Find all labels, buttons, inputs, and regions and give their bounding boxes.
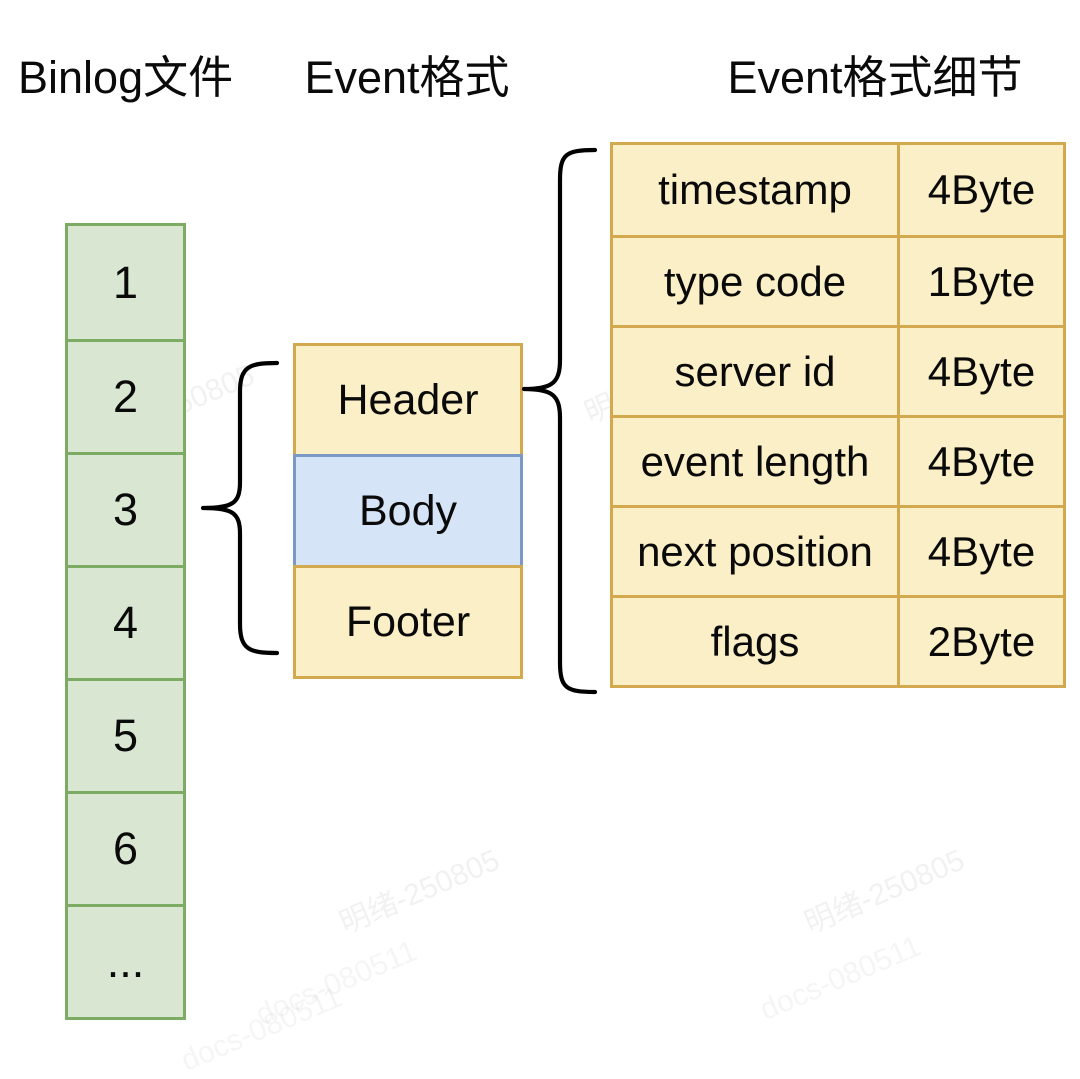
- size-cell: 4Byte: [900, 508, 1063, 595]
- watermark-text: 明绪-250805: [799, 843, 970, 941]
- binlog-cell-1: 1: [68, 226, 183, 339]
- binlog-cell-2: 2: [68, 339, 183, 452]
- size-cell: 4Byte: [900, 145, 1063, 235]
- table-row: timestamp 4Byte: [613, 145, 1063, 235]
- table-row: flags 2Byte: [613, 595, 1063, 685]
- binlog-cell-more: ...: [68, 904, 183, 1017]
- binlog-cell-4: 4: [68, 565, 183, 678]
- watermark-text: 明绪-250805: [334, 843, 505, 941]
- size-cell: 1Byte: [900, 238, 1063, 325]
- brace-cell3-to-event-box: [200, 360, 280, 656]
- field-cell: event length: [613, 418, 900, 505]
- binlog-cell-6: 6: [68, 791, 183, 904]
- binlog-file-title: Binlog文件: [18, 52, 234, 103]
- event-segment-header: Header: [293, 343, 523, 457]
- brace-header-to-details-table: [521, 147, 598, 695]
- binlog-cell-3: 3: [68, 452, 183, 565]
- binlog-file-column: 1 2 3 4 5 6 ...: [65, 223, 186, 1020]
- event-segment-body: Body: [293, 454, 523, 568]
- table-row: type code 1Byte: [613, 235, 1063, 325]
- size-cell: 4Byte: [900, 328, 1063, 415]
- watermark-text: docs-080511: [251, 934, 422, 1032]
- event-details-table: timestamp 4Byte type code 1Byte server i…: [610, 142, 1066, 688]
- field-cell: type code: [613, 238, 900, 325]
- watermark-text: docs-080511: [755, 929, 926, 1027]
- event-segment-footer: Footer: [293, 565, 523, 679]
- table-row: server id 4Byte: [613, 325, 1063, 415]
- field-cell: next position: [613, 508, 900, 595]
- event-format-details-title: Event格式细节: [727, 52, 1023, 103]
- size-cell: 4Byte: [900, 418, 1063, 505]
- field-cell: timestamp: [613, 145, 900, 235]
- field-cell: flags: [613, 598, 900, 685]
- binlog-cell-5: 5: [68, 678, 183, 791]
- table-row: next position 4Byte: [613, 505, 1063, 595]
- event-format-title: Event格式: [304, 52, 510, 103]
- watermark-text: docs-080511: [176, 980, 347, 1078]
- table-row: event length 4Byte: [613, 415, 1063, 505]
- field-cell: server id: [613, 328, 900, 415]
- size-cell: 2Byte: [900, 598, 1063, 685]
